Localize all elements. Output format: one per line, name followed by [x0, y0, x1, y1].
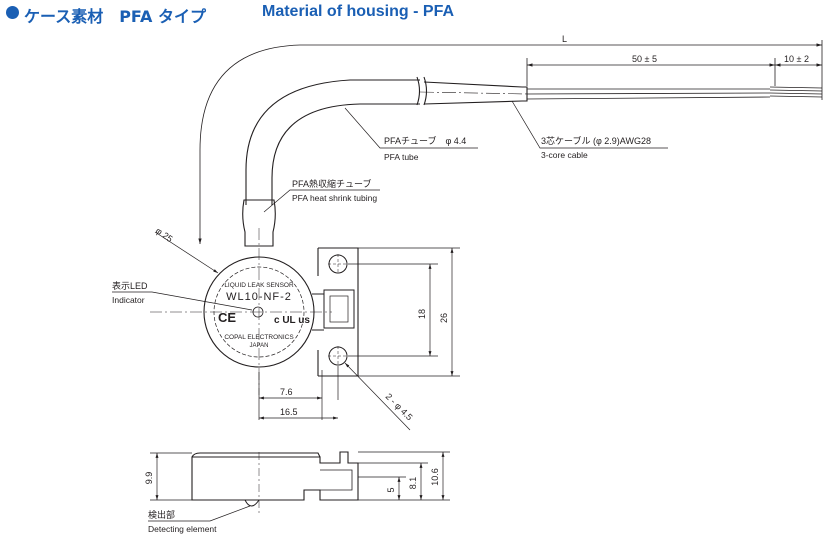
dia-25-leader	[154, 231, 219, 274]
dim-26: 26	[439, 313, 449, 323]
detect-label-en: Detecting element	[148, 524, 217, 534]
dim-holes: 2 - φ 4.5	[384, 391, 415, 422]
dim-7-6: 7.6	[280, 387, 293, 397]
cable-leader	[511, 100, 668, 149]
title-japanese: ケース素材 PFA タイプ	[24, 7, 206, 26]
pfa-tube-label-jp: PFAチューブ φ 4.4	[384, 135, 466, 146]
detect-leader	[148, 505, 251, 522]
led-label-jp: 表示LED	[112, 280, 148, 291]
bullet-icon	[6, 6, 19, 19]
cable-label-jp: 3芯ケーブル (φ 2.9)AWG28	[541, 135, 651, 146]
shrink-leader	[263, 189, 380, 213]
dim-16-5: 16.5	[280, 407, 298, 417]
led-label-en: Indicator	[112, 295, 145, 305]
pfa-tube-leader	[344, 107, 478, 149]
dim-18: 18	[417, 309, 427, 319]
dim-dia-25: φ 25	[154, 225, 175, 244]
shrink-label-jp: PFA熱収縮チューブ	[292, 178, 371, 189]
sensor-face-model: WL10-NF-2	[226, 291, 292, 303]
dim-5: 5	[386, 487, 396, 492]
cable-label-en: 3-core cable	[541, 150, 588, 160]
page-header: ケース素材 PFA タイプ Material of housing - PFA	[0, 0, 829, 26]
dimension-L	[198, 40, 823, 244]
detect-label-jp: 検出部	[148, 509, 175, 520]
title-english: Material of housing - PFA	[262, 3, 455, 20]
dim-8-1: 8.1	[408, 477, 418, 490]
dim-10-6: 10.6	[430, 468, 440, 486]
dim-50-label: 50 ± 5	[632, 54, 657, 64]
dim-9-9: 9.9	[144, 472, 154, 485]
shrink-label-en: PFA heat shrink tubing	[292, 193, 377, 203]
ce-mark: CE	[218, 310, 236, 325]
sensor-body-side-view	[191, 451, 359, 515]
dimension-side-heights	[150, 451, 450, 501]
dimension-26-18	[348, 247, 460, 377]
dim-L-label: L	[562, 34, 567, 44]
three-core-cable	[526, 86, 823, 100]
dimension-7-6-16-5	[258, 366, 339, 420]
led-leader	[112, 291, 253, 311]
pfa-tube-label-en: PFA tube	[384, 152, 419, 162]
holes-leader	[344, 362, 411, 431]
sensor-face-title: LIQUID LEAK SENSOR	[224, 282, 294, 289]
sensor-face-country: JAPAN	[250, 343, 269, 349]
ul-mark: c UL us	[274, 315, 310, 326]
sensor-face-maker: COPAL ELECTRONICS	[224, 334, 294, 341]
dim-10-label: 10 ± 2	[784, 54, 809, 64]
sensor-body-top-view	[150, 228, 359, 395]
dimension-50	[526, 58, 822, 86]
